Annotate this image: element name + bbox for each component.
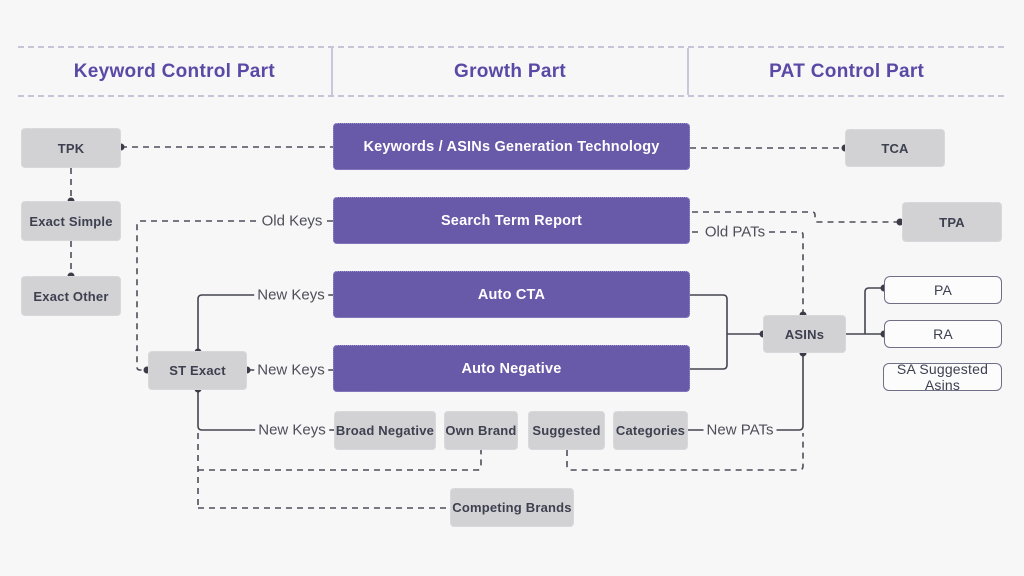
- edge-label-new-keys-negative: New Keys: [254, 361, 328, 379]
- header-growth-part: Growth Part: [330, 48, 688, 95]
- edge-label-new-keys-broad: New Keys: [255, 421, 329, 439]
- node-tca: TCA: [845, 129, 945, 167]
- header-pat-control-part: PAT Control Part: [687, 48, 1004, 95]
- node-broad-negative: Broad Negative: [334, 411, 436, 450]
- edge-auto-bracket: [690, 294, 728, 370]
- node-categories: Categories: [613, 411, 688, 450]
- node-auto-negative: Auto Negative: [333, 345, 690, 392]
- node-exact-other: Exact Other: [21, 276, 121, 316]
- edge-asins-pa: [864, 287, 883, 334]
- node-pa: PA: [884, 276, 1002, 304]
- header-band: Keyword Control Part Growth Part PAT Con…: [18, 46, 1004, 97]
- edge-label-new-pats: New PATs: [703, 421, 777, 439]
- node-tpk: TPK: [21, 128, 121, 168]
- header-keyword-control-part: Keyword Control Part: [73, 60, 276, 82]
- node-own-brand: Own Brand: [444, 411, 518, 450]
- node-keywords-asins-generation: Keywords / ASINs Generation Technology: [333, 123, 690, 170]
- edge-search-term-tpa: [692, 211, 899, 223]
- node-exact-simple: Exact Simple: [21, 201, 121, 241]
- node-tpa: TPA: [902, 202, 1002, 242]
- node-suggested: Suggested: [528, 411, 605, 450]
- edge-label-new-keys-cta: New Keys: [254, 286, 328, 304]
- node-asins: ASINs: [763, 315, 846, 353]
- node-ra: RA: [884, 320, 1002, 348]
- edge-st-exact-auto-cta: [197, 294, 333, 352]
- node-sa-suggested-asins: SA Suggested Asins: [883, 361, 1002, 393]
- edge-label-old-keys: Old Keys: [258, 212, 326, 230]
- edge-search-term-old-pats-asins: [692, 231, 804, 315]
- edge-trunk-own-brand: [198, 450, 482, 471]
- node-search-term-report: Search Term Report: [333, 197, 690, 244]
- node-auto-cta: Auto CTA: [333, 271, 690, 318]
- node-competing-brands: Competing Brands: [450, 488, 574, 527]
- edge-categories-new-pats-asins: [688, 353, 804, 431]
- node-st-exact: ST Exact: [148, 351, 247, 390]
- edge-label-old-pats: Old PATs: [701, 223, 769, 241]
